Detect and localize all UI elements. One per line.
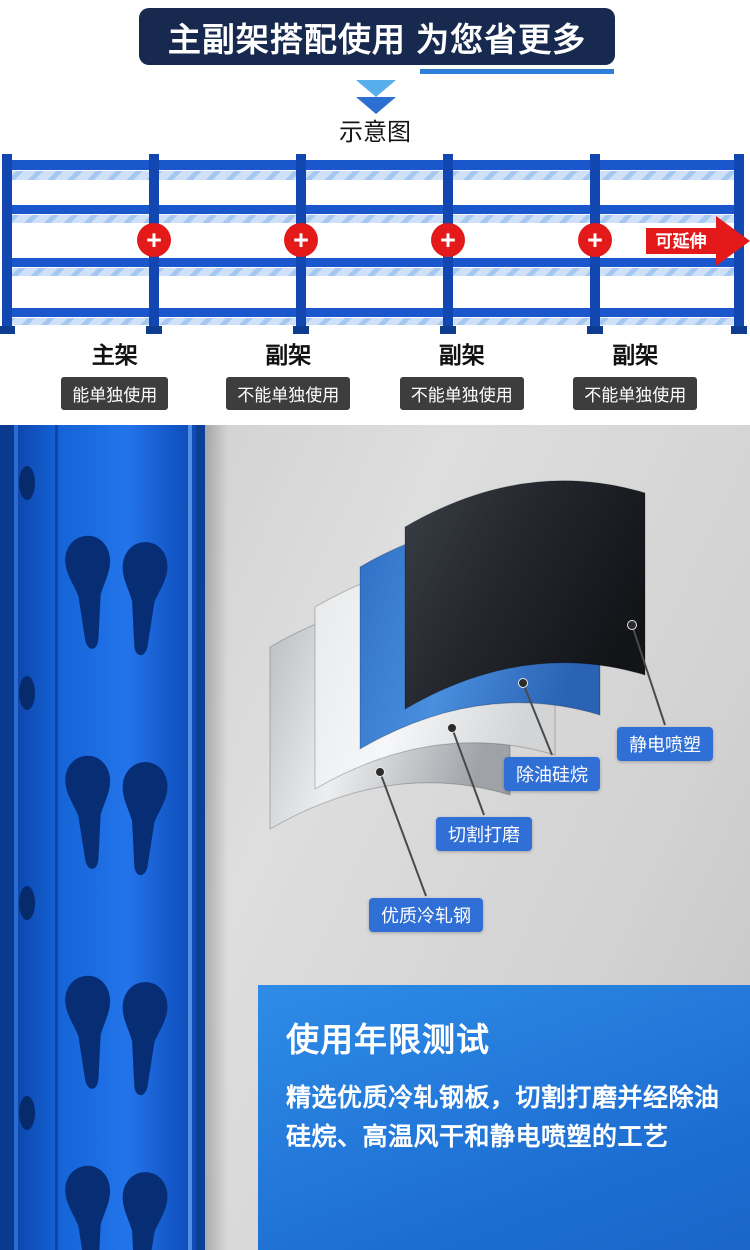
schematic-caption: 示意图 bbox=[339, 119, 411, 146]
layer-tag-powder-coat: 静电喷塑 bbox=[617, 727, 713, 761]
frame-usage-badge: 能单独使用 bbox=[61, 377, 169, 410]
plus-icon: + bbox=[578, 223, 612, 257]
layer-sheets bbox=[269, 480, 646, 830]
frame-sub: 副架 不能单独使用 bbox=[375, 336, 549, 410]
frame-name: 副架 bbox=[265, 342, 312, 368]
frame-main: 主架 能单独使用 bbox=[28, 336, 202, 410]
plus-icon: + bbox=[431, 223, 465, 257]
rack-beams bbox=[2, 160, 744, 317]
svg-text:+: + bbox=[293, 225, 309, 255]
coating-layers-illustration bbox=[269, 480, 666, 897]
layer-tag-cut-polish: 切割打磨 bbox=[436, 817, 532, 851]
frame-name: 副架 bbox=[438, 342, 485, 368]
frame-name: 副架 bbox=[612, 342, 659, 368]
layer-tag-cold-steel: 优质冷轧钢 bbox=[369, 898, 483, 932]
process-section: 优质冷轧钢 切割打磨 除油硅烷 静电喷塑 使用年限测试 精选优质冷轧钢板，切割打… bbox=[0, 425, 750, 1250]
banner-title: 主副架搭配使用 为您省更多 bbox=[167, 20, 587, 58]
rack-posts bbox=[2, 154, 744, 328]
rack-feet bbox=[0, 326, 747, 334]
info-box-body: 精选优质冷轧钢板，切割打磨并经除油硅烷、高温风干和静电喷塑的工艺 bbox=[286, 1084, 720, 1151]
svg-text:+: + bbox=[146, 225, 162, 255]
plus-icon: + bbox=[137, 223, 171, 257]
layer-tag-silane: 除油硅烷 bbox=[504, 757, 600, 791]
rack-decking bbox=[6, 171, 740, 325]
svg-text:+: + bbox=[440, 225, 456, 255]
rack-schematic: + + + + 可延伸 bbox=[0, 154, 750, 334]
layer-powder-coat bbox=[404, 480, 646, 710]
plus-icons: + + + + bbox=[137, 223, 612, 257]
callout-lines bbox=[379, 624, 666, 897]
svg-text:+: + bbox=[587, 225, 603, 255]
banner: 主副架搭配使用 为您省更多 bbox=[139, 8, 615, 65]
steel-post-illustration bbox=[0, 425, 228, 1250]
info-box-title: 使用年限测试 bbox=[286, 1021, 490, 1058]
chevron-down-icon bbox=[356, 97, 396, 114]
frame-sub: 副架 不能单独使用 bbox=[202, 336, 376, 410]
frame-sub: 副架 不能单独使用 bbox=[549, 336, 723, 410]
frame-usage-badge: 不能单独使用 bbox=[399, 377, 524, 410]
callout-dots bbox=[375, 620, 637, 777]
frame-usage-badge: 不能单独使用 bbox=[226, 377, 351, 410]
chevron-down-icon bbox=[356, 80, 396, 97]
frame-name: 主架 bbox=[91, 342, 138, 368]
plus-icon: + bbox=[284, 223, 318, 257]
extend-arrow: 可延伸 bbox=[646, 216, 750, 266]
banner-underline bbox=[420, 69, 614, 74]
frame-labels-row: 主架 能单独使用 副架 不能单独使用 副架 不能单独使用 副架 不能单独使用 bbox=[0, 336, 750, 410]
svg-text:可延伸: 可延伸 bbox=[656, 231, 707, 251]
edge-holes bbox=[19, 466, 35, 1130]
info-box: 使用年限测试 精选优质冷轧钢板，切割打磨并经除油硅烷、高温风干和静电喷塑的工艺 bbox=[258, 985, 750, 1250]
frame-usage-badge: 不能单独使用 bbox=[573, 377, 698, 410]
